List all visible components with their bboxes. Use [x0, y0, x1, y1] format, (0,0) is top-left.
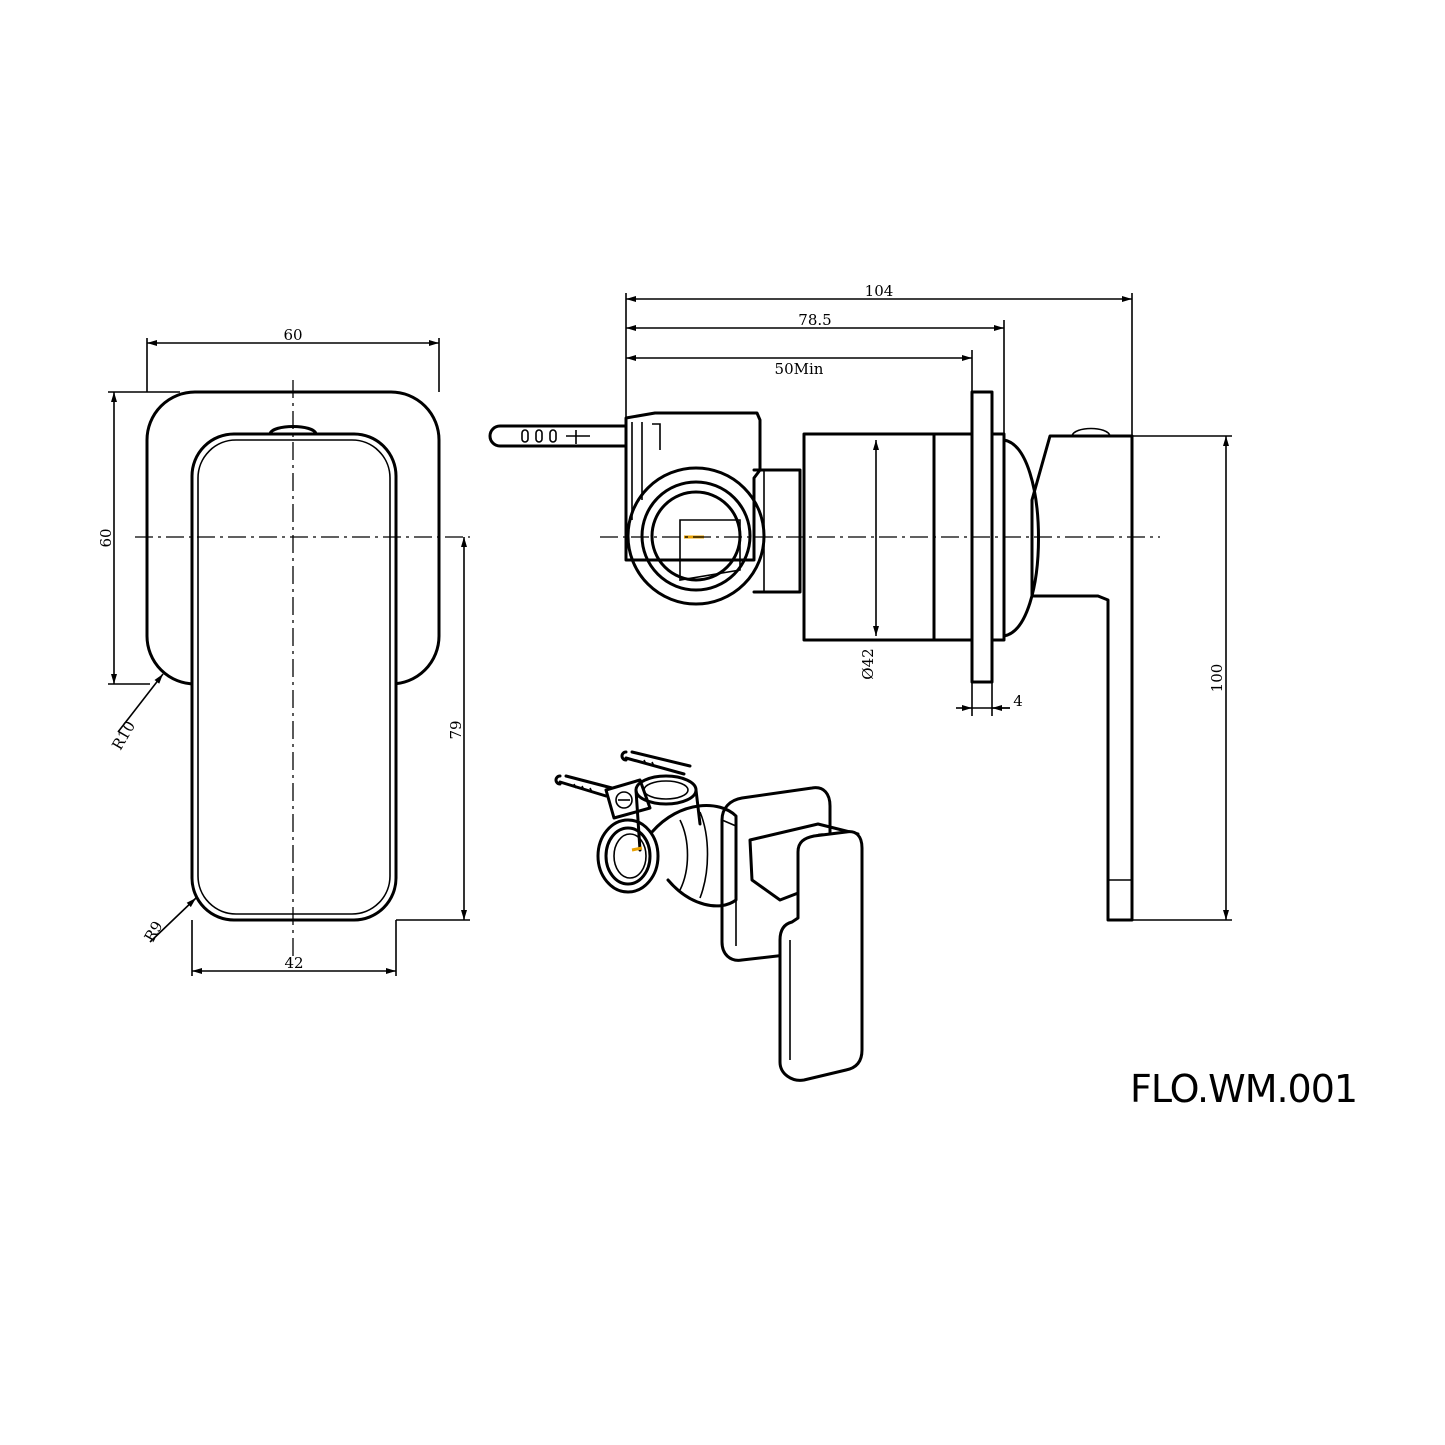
dim-label-handle-radius: R10	[108, 718, 139, 753]
iso-lever	[778, 830, 864, 1082]
dim-label-body-diameter: Ø42	[859, 648, 877, 679]
iso-backplate-edge	[721, 819, 737, 946]
dim-label-plate-height: 60	[97, 528, 115, 547]
iso-bracket	[604, 778, 652, 820]
iso-pin-marks	[573, 759, 655, 793]
dim-label-overall-depth: 104	[865, 282, 894, 300]
iso-body-bands	[679, 811, 709, 899]
pin-slot	[535, 429, 543, 443]
leader-r9	[149, 897, 197, 943]
dim-label-min-depth: 50Min	[775, 360, 824, 378]
side-view: 104 78.5 50Min Ø42 4 100	[488, 282, 1232, 922]
iso-lever-edge	[789, 852, 799, 1060]
iso-valve-body	[650, 804, 738, 908]
pin-slot	[521, 429, 529, 443]
iso-front-inlet	[596, 818, 660, 894]
inlet-middle-ring	[640, 480, 752, 592]
iso-front-inlet-ring	[604, 826, 652, 886]
handle-lever-side	[1030, 434, 1134, 922]
iso-front-inlet-inner	[613, 833, 647, 879]
bracket-detail	[631, 422, 661, 520]
pin-slot	[549, 429, 557, 443]
model-code-label: FLO.WM.001	[1130, 1067, 1357, 1111]
iso-top-outlet-inner	[643, 780, 689, 800]
dim-label-plate-thickness: 4	[1013, 692, 1023, 710]
front-lever	[190, 432, 398, 922]
front-view: 60 60 R10 R9 42 79	[97, 326, 470, 976]
isometric-view	[554, 750, 864, 1082]
iso-inlet-marker	[631, 846, 643, 852]
iso-screw	[615, 791, 633, 809]
valve-neck	[752, 468, 802, 594]
dim-label-lever-width: 42	[284, 954, 303, 972]
dim-label-overall-height: 100	[1208, 664, 1226, 693]
mounting-pin	[488, 424, 628, 448]
inlet-cartridge	[679, 519, 741, 581]
handle-cap-side	[1071, 427, 1111, 437]
iso-pin	[620, 750, 692, 776]
dim-label-lever-radius: R9	[141, 918, 167, 945]
dim-label-lever-drop: 79	[447, 720, 465, 739]
handle-dome	[1002, 438, 1040, 638]
dim-label-depth-to-plate: 78.5	[798, 311, 831, 329]
iso-pin	[554, 774, 614, 798]
pin-cross-icon	[566, 430, 590, 444]
leader-r10	[117, 673, 164, 733]
front-lever-inner-edge	[197, 439, 391, 915]
dim-label-plate-width: 60	[283, 326, 302, 344]
